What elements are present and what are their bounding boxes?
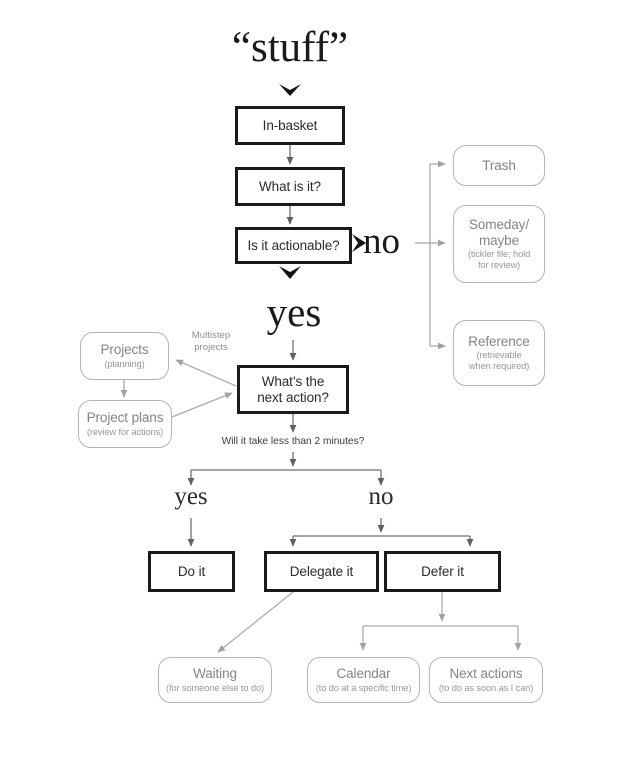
node-waiting-subtitle: (for someone else to do) bbox=[165, 681, 264, 693]
node-do-it[interactable]: Do it bbox=[148, 551, 235, 592]
node-do-it-title: Do it bbox=[177, 563, 206, 579]
node-calendar-subtitle: (to do at a specific time) bbox=[315, 681, 412, 693]
node-what-is-it[interactable]: What is it? bbox=[235, 167, 345, 206]
node-project-plans[interactable]: Project plans (review for actions) bbox=[78, 400, 172, 448]
node-waiting[interactable]: Waiting (for someone else to do) bbox=[158, 657, 272, 703]
node-next-actions-title: Next actions bbox=[449, 666, 523, 682]
wire-stuff-to-inbasket bbox=[279, 84, 301, 96]
node-defer-it[interactable]: Defer it bbox=[384, 551, 501, 592]
wire-no-to-delegate-defer bbox=[289, 518, 474, 547]
node-is-it-actionable[interactable]: Is it actionable? bbox=[235, 227, 352, 264]
node-projects[interactable]: Projects (planning) bbox=[80, 332, 169, 380]
node-someday-maybe-title: Someday/ maybe bbox=[469, 217, 529, 248]
node-in-basket-title: In-basket bbox=[262, 117, 318, 133]
label-branch-yes: yes bbox=[174, 483, 208, 510]
wire-nextaction-to-projects bbox=[175, 359, 237, 387]
label-no-branch: no bbox=[363, 221, 400, 262]
node-is-it-actionable-title: Is it actionable? bbox=[247, 237, 340, 253]
node-calendar[interactable]: Calendar (to do at a specific time) bbox=[307, 657, 420, 703]
title-stuff: “stuff” bbox=[231, 24, 349, 71]
node-someday-maybe-subtitle: (tickler file; hold for review) bbox=[467, 248, 531, 270]
node-trash-title: Trash bbox=[482, 157, 516, 173]
node-next-actions-subtitle: (to do as soon as I can) bbox=[438, 681, 534, 693]
label-yes-branch: yes bbox=[266, 289, 322, 335]
label-multistep-projects: Multistep projects bbox=[191, 330, 231, 354]
node-trash[interactable]: Trash bbox=[453, 145, 545, 186]
node-calendar-title: Calendar bbox=[336, 666, 391, 682]
node-delegate-it-title: Delegate it bbox=[289, 563, 354, 579]
node-reference-subtitle: (retrievable when required) bbox=[468, 349, 530, 372]
wire-twominutes-split bbox=[187, 452, 385, 486]
node-next-action[interactable]: What’s the next action? bbox=[237, 365, 349, 414]
node-waiting-title: Waiting bbox=[193, 666, 237, 682]
node-defer-it-title: Defer it bbox=[421, 563, 464, 579]
node-next-actions[interactable]: Next actions (to do as soon as I can) bbox=[429, 657, 543, 703]
label-branch-no: no bbox=[368, 483, 394, 510]
node-someday-maybe[interactable]: Someday/ maybe (tickler file; hold for r… bbox=[453, 205, 545, 283]
node-projects-title: Projects bbox=[100, 342, 149, 358]
wire-delegate-to-waiting bbox=[217, 591, 294, 653]
node-projects-subtitle: (planning) bbox=[104, 357, 145, 369]
label-two-minutes-question: Will it take less than 2 minutes? bbox=[221, 436, 365, 447]
wire-defer-to-calendar-nextactions bbox=[359, 592, 522, 651]
node-what-is-it-title: What is it? bbox=[259, 178, 321, 194]
node-reference[interactable]: Reference (retrievable when required) bbox=[453, 320, 545, 386]
node-next-action-title: What’s the next action? bbox=[257, 374, 329, 405]
wire-actionable-to-yes bbox=[279, 266, 301, 279]
node-project-plans-title: Project plans bbox=[86, 410, 164, 426]
node-project-plans-subtitle: (review for actions) bbox=[86, 425, 164, 437]
node-in-basket[interactable]: In-basket bbox=[235, 106, 345, 145]
node-delegate-it[interactable]: Delegate it bbox=[264, 551, 379, 592]
wire-no-to-outcomes bbox=[415, 160, 446, 350]
wire-projectplans-to-nextaction bbox=[171, 392, 233, 418]
node-reference-title: Reference bbox=[468, 334, 530, 349]
